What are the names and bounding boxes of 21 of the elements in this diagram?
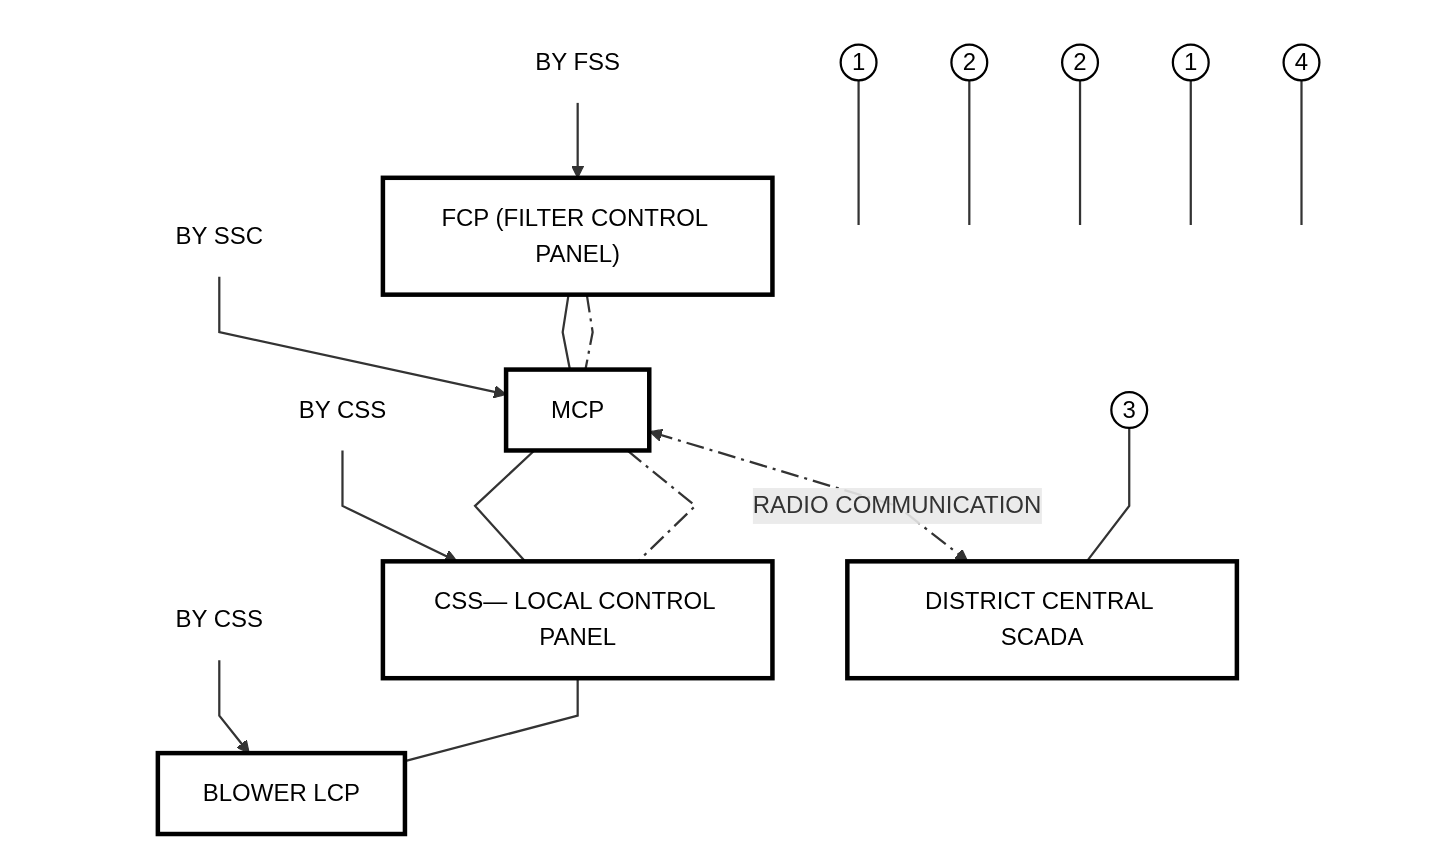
node-circle: 2 <box>1061 43 1100 82</box>
node-box: MCP <box>503 367 652 453</box>
node-circle: 1 <box>839 43 878 82</box>
node-text: BY CSS <box>175 606 264 632</box>
connector <box>968 80 971 225</box>
connector <box>1189 80 1192 225</box>
node-box: CSS— LOCAL CONTROL PANEL <box>380 559 775 681</box>
node-text: BY SSC <box>175 222 264 249</box>
node-circle: 4 <box>1282 43 1321 82</box>
node-box: DISTRICT CENTRAL SCADA <box>845 559 1240 681</box>
connector <box>1078 80 1082 225</box>
node-text: BY FSS <box>535 48 621 75</box>
node-text: BY CSS <box>298 396 387 423</box>
connector <box>857 80 860 225</box>
edge-label: RADIO COMMUNICATION <box>752 492 1042 518</box>
node-box: FCP (FILTER CONTROL PANEL) <box>380 175 775 297</box>
node-circle: 1 <box>1171 43 1210 82</box>
node-circle: 3 <box>1110 391 1149 430</box>
node-box: BLOWER LCP <box>155 750 408 837</box>
node-circle: 2 <box>950 43 989 82</box>
connector <box>1300 80 1303 225</box>
